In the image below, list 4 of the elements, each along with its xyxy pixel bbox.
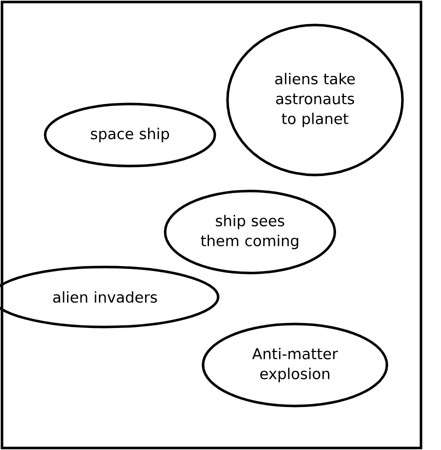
ellipse-node: Anti-matter explosion	[202, 322, 388, 408]
ellipse-node: space ship	[44, 102, 216, 168]
ellipse-node: ship sees them coming	[164, 190, 336, 274]
ellipse-node: aliens take astronauts to planet	[226, 24, 404, 176]
